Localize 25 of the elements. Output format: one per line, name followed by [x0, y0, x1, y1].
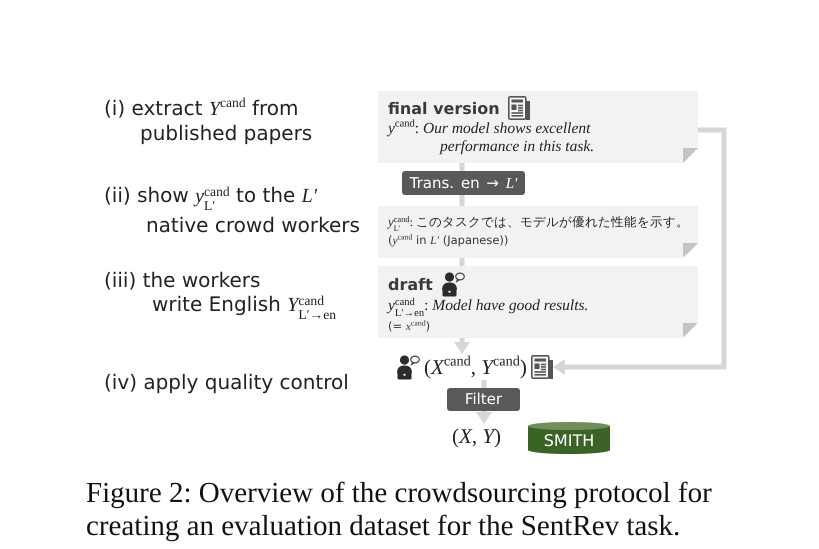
- math-expression: (X, Y): [452, 424, 502, 449]
- math-expression: (X$^{cand}$, Y$^{cand}$): [424, 354, 527, 380]
- connector-line: [460, 163, 464, 171]
- note-card: [378, 266, 698, 338]
- card-note: (= x$^{cand}$): [388, 319, 432, 336]
- note-card: [378, 91, 698, 163]
- card-text: y$^{cand}$$_{L′→en}$: Model have good results.: [388, 297, 590, 320]
- step-label: (iv) apply quality control: [104, 370, 350, 394]
- card-heading: draft: [388, 274, 433, 294]
- dataset-name: SMITH: [544, 432, 594, 450]
- card-note: (y$^{cand}$ in L′ (Japanese)): [388, 233, 510, 249]
- step-label: (i) extract Y$^{cand}$ from published papers: [104, 96, 314, 145]
- connector-line: [482, 380, 486, 388]
- note-card: [378, 206, 698, 258]
- card-text: y$^{cand}$: Our model shows excellent performance in this task.: [388, 120, 596, 156]
- process-box: Trans. en → L′: [402, 171, 525, 195]
- figure-caption: Figure 2: Overview of the crowdsourcing protocol for creating an evaluation dataset for the SentRev task.: [86, 477, 713, 543]
- connector-line: [460, 195, 464, 206]
- connector-line: [460, 258, 464, 266]
- arrow: [454, 338, 470, 354]
- card-text: y$^{cand}$$_{L′}$: このタスクでは、モデルが優れた性能を示す。: [388, 213, 688, 233]
- arrow: [552, 128, 726, 375]
- arrow: [476, 411, 492, 424]
- process-box: Filter: [447, 388, 520, 411]
- card-heading: final version: [388, 98, 500, 118]
